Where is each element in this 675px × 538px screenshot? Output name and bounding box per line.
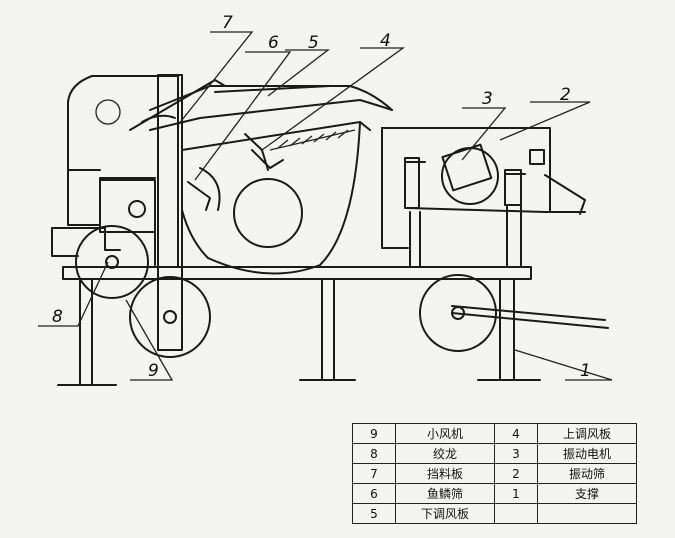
legend-row: 8 绞龙 3 振动电机 [352, 443, 637, 464]
parts-legend-table: 9 小风机 4 上调风板 8 绞龙 3 振动电机 7 挡料板 2 振动筛 6 鱼… [352, 423, 637, 524]
legend-part-name: 振动筛 [537, 463, 637, 484]
callout-5: 5 [308, 33, 319, 53]
legend-part-name [537, 503, 637, 524]
callout-numbers: 7 6 5 4 3 2 8 9 1 [52, 13, 591, 381]
legend-no: 3 [494, 443, 538, 464]
callout-4: 4 [380, 31, 391, 51]
legend-part-name: 小风机 [395, 423, 495, 444]
legend-part-name: 振动电机 [537, 443, 637, 464]
legend-part-name: 鱼鳞筛 [395, 483, 495, 504]
legend-no: 1 [494, 483, 538, 504]
callout-9: 9 [148, 361, 159, 381]
screen-chamber [141, 114, 371, 275]
auger-box [51, 225, 156, 299]
legend-no: 5 [352, 503, 396, 524]
callout-6: 6 [268, 33, 279, 53]
frame-beam [62, 266, 532, 280]
legend-no: 8 [352, 443, 396, 464]
callout-8: 8 [52, 307, 63, 327]
callout-1: 1 [580, 361, 591, 381]
vibrating-screen [381, 127, 586, 249]
legend-no: 6 [352, 483, 396, 504]
callout-2: 2 [560, 85, 571, 105]
legend-part-name: 绞龙 [395, 443, 495, 464]
supports [57, 204, 541, 386]
legend-no: 7 [352, 463, 396, 484]
legend-part-name: 下调风板 [395, 503, 495, 524]
legend-no: 9 [352, 423, 396, 444]
legend-part-name: 上调风板 [537, 423, 637, 444]
legend-part-name: 支撑 [537, 483, 637, 504]
left-housing [67, 75, 179, 268]
leader-lines [38, 31, 613, 381]
callout-7: 7 [222, 13, 233, 33]
legend-row: 9 小风机 4 上调风板 [352, 423, 637, 444]
callout-3: 3 [482, 89, 493, 109]
legend-row: 7 挡料板 2 振动筛 [352, 463, 637, 484]
right-wheel [419, 274, 609, 352]
legend-no [494, 503, 538, 524]
legend-no: 2 [494, 463, 538, 484]
legend-row: 5 下调风板 [352, 503, 637, 524]
legend-row: 6 鱼鳞筛 1 支撑 [352, 483, 637, 504]
legend-no: 4 [494, 423, 538, 444]
legend-part-name: 挡料板 [395, 463, 495, 484]
